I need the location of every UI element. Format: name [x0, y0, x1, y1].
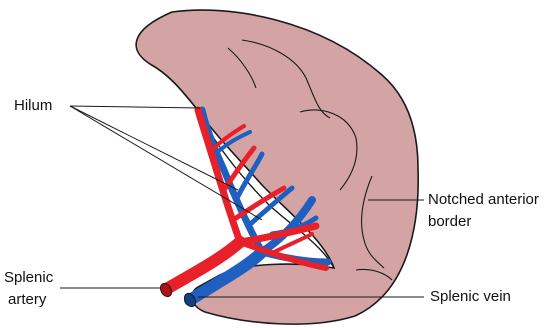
notched-border-label-line1: Notched anterior [428, 190, 539, 210]
splenic-artery-label-line1: Splenic [4, 268, 53, 288]
splenic-vein-label: Splenic vein [430, 287, 511, 307]
notched-border-label-line2: border [428, 212, 471, 232]
splenic-artery-label-line2: artery [8, 290, 46, 310]
hilum-leader-1 [70, 106, 200, 108]
hilum-label: Hilum [14, 96, 52, 116]
